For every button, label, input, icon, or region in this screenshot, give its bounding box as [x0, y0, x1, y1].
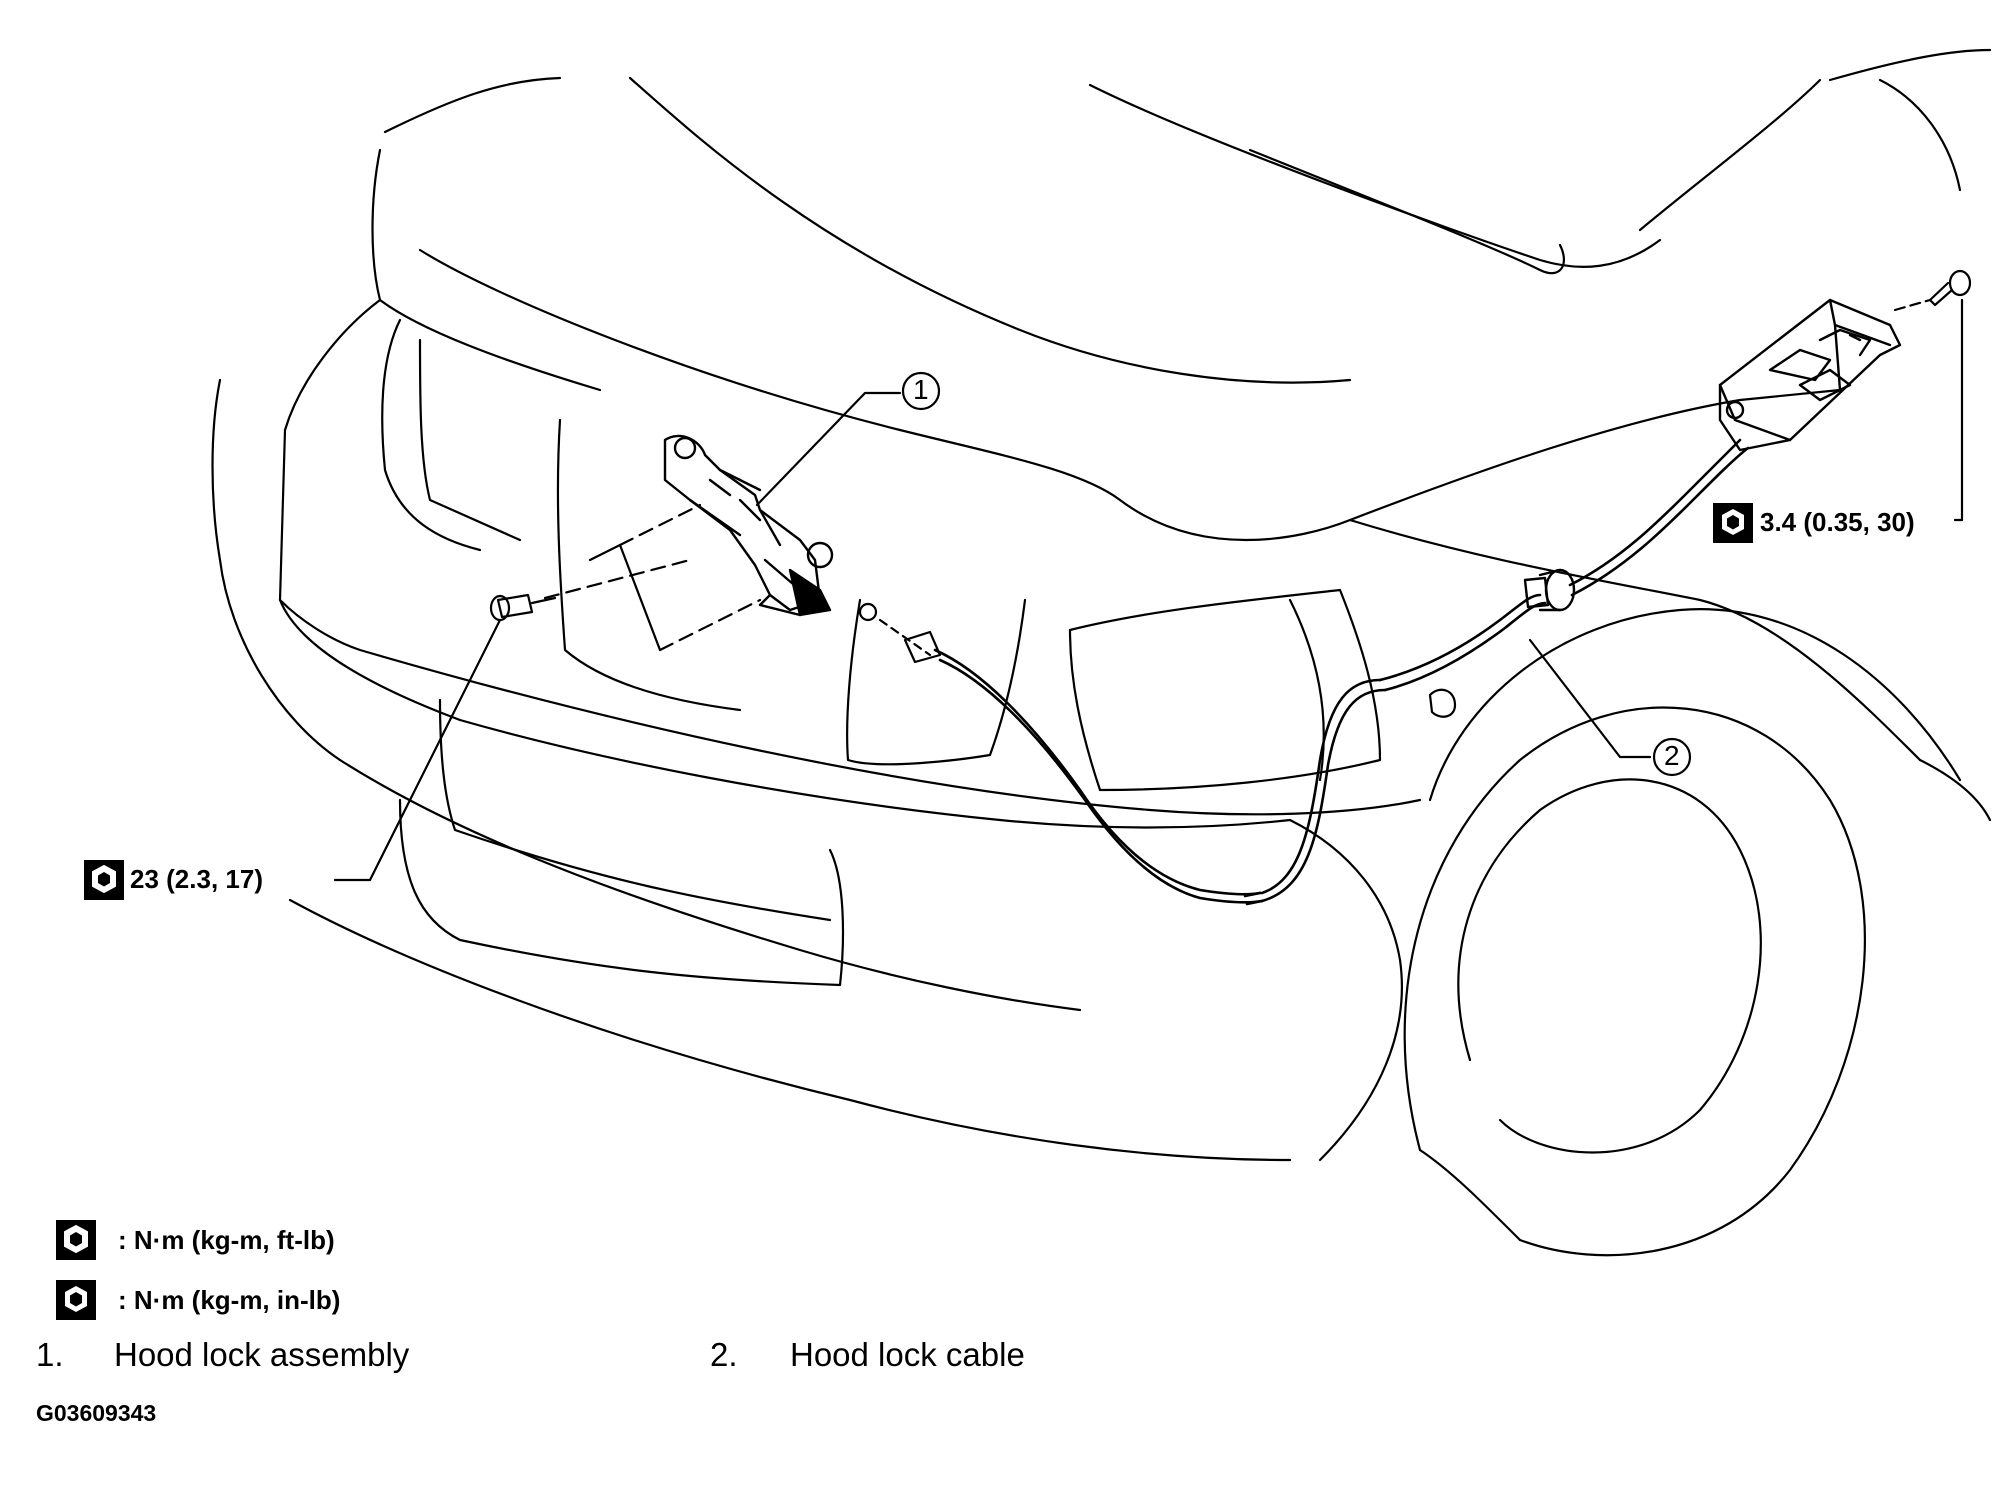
part-1-number: 1.: [36, 1336, 64, 1373]
hood-front-edge: [418, 248, 1352, 542]
cable-end-fitting: [903, 630, 942, 664]
bumper-lower-1: [211, 378, 342, 762]
hood-side-top: [1638, 78, 1822, 232]
bumper-front-face: [438, 698, 832, 922]
hood-lock-cable: [933, 438, 1750, 906]
bumper-lower-2: [338, 758, 1082, 1012]
part-1-name: Hood lock assembly: [114, 1336, 410, 1373]
wheel-arch: [1428, 608, 1962, 802]
lock-alignment-line-2: [658, 598, 762, 652]
hood-top-line: [1088, 83, 1662, 268]
tire-outer: [1403, 706, 1866, 1257]
callout-number-2: 2: [1664, 740, 1680, 771]
part-2-number: 2.: [710, 1336, 738, 1373]
figure-code: G03609343: [36, 1400, 157, 1426]
cable-end-ball: [858, 602, 878, 622]
grille-opening-2: [556, 418, 742, 712]
torque-wrench-filled-icon: [1713, 503, 1753, 543]
grille-inner-left: [381, 318, 482, 552]
bumper-corner: [1288, 818, 1403, 1162]
windshield-line: [1828, 48, 1992, 82]
grille-lower: [458, 718, 1292, 829]
tire-inner: [1457, 778, 1762, 1154]
torque-spec-screw: 3.4 (0.35, 30): [1760, 507, 1915, 537]
legend-torque-wrench-icon: [56, 1220, 96, 1260]
cable-grommet: [1523, 568, 1576, 612]
leader-torque-1: [333, 618, 502, 882]
fender-line: [1348, 518, 1922, 762]
bumper-intake: [398, 798, 845, 987]
windshield-line-2: [1878, 78, 1962, 192]
torque-wrench-icon: [84, 860, 124, 900]
bumper-top: [278, 598, 1422, 816]
tire-tread: [1418, 1148, 1522, 1242]
headlight-inner: [1288, 598, 1325, 782]
torque-spec-bolt: 23 (2.3, 17): [130, 864, 263, 894]
lock-alignment-line-1: [618, 503, 702, 547]
leader-callout-1: [755, 391, 902, 507]
headlight-outline: [1068, 588, 1382, 792]
fender-rear: [1918, 758, 1992, 822]
lock-alignment-frame: [588, 543, 662, 652]
hood-crease: [1248, 148, 1566, 275]
hood-rear-edge: [383, 76, 1352, 384]
callout-circle-1: [901, 371, 941, 411]
bolt-alignment-line: [543, 558, 692, 600]
grille-opening-3: [846, 598, 1027, 766]
hood-release-handle: [1718, 298, 1902, 452]
bumper-bottom: [288, 898, 1292, 1162]
cable-end-dashed: [878, 618, 932, 657]
hood-lock-assembly: [663, 434, 834, 617]
leader-torque-2: [1953, 298, 1964, 522]
hood-side-edge: [1348, 388, 1842, 522]
part-2-name: Hood lock cable: [790, 1336, 1025, 1373]
callout-circle-2: [1652, 737, 1692, 777]
release-handle-screw: [1893, 269, 1972, 312]
cable-clip: [1428, 688, 1457, 718]
grille-top: [371, 148, 602, 392]
leader-callout-2: [1528, 638, 1652, 759]
legend-ft-lb: : N·m (kg-m, ft-lb): [118, 1225, 335, 1255]
legend-torque-wrench-filled-icon: [56, 1280, 96, 1320]
legend-in-lb: : N·m (kg-m, in-lb): [118, 1285, 341, 1315]
grille-outer-left: [278, 298, 462, 722]
callout-number-1: 1: [913, 374, 929, 405]
grille-opening-1: [418, 338, 522, 542]
